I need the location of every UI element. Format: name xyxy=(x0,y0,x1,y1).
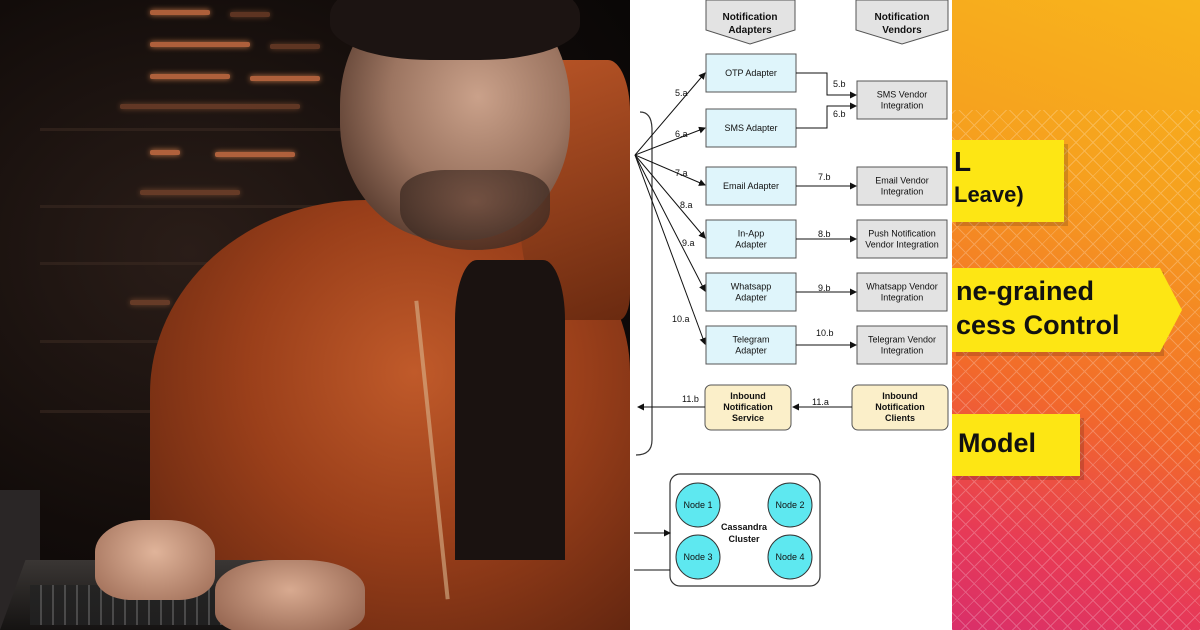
svg-text:Clients: Clients xyxy=(885,413,915,423)
step-label: 5.a xyxy=(675,88,688,98)
header-adapters: Notification Adapters xyxy=(705,0,796,45)
header-vendors-line2: Vendors xyxy=(882,25,922,36)
right-hand xyxy=(215,560,365,630)
svg-text:Notification: Notification xyxy=(723,402,773,412)
step-label: 5.b xyxy=(833,79,846,89)
node-3 xyxy=(675,534,721,580)
step-label: 9.a xyxy=(682,238,695,248)
left-brace xyxy=(635,111,653,456)
inbound-clients-box: Inbound Notification Clients xyxy=(851,384,949,431)
portrait-photo xyxy=(0,0,630,630)
adapter-box: OTP Adapter xyxy=(705,53,797,93)
adapter-box-label: OTP Adapter xyxy=(725,68,777,78)
header-vendors-line1: Notification xyxy=(875,12,930,23)
step-label: 11.b xyxy=(682,394,699,404)
svg-text:Cassandra: Cassandra xyxy=(721,522,768,532)
step-label: 9.b xyxy=(818,283,831,293)
banner-tag-1: L Leave) xyxy=(952,140,1064,222)
node-4 xyxy=(767,534,813,580)
adapter-box-label: Whatsapp xyxy=(731,282,772,292)
step-label: 8.a xyxy=(680,200,693,210)
svg-text:Cluster: Cluster xyxy=(728,534,760,544)
adapter-box-label: Telegram xyxy=(732,335,769,345)
vendor-box-label: Vendor Integration xyxy=(865,240,939,250)
vendor-box-label: Whatsapp Vendor xyxy=(866,282,938,292)
adapter-box: SMS Adapter xyxy=(705,108,797,148)
left-hand xyxy=(95,520,215,600)
vendor-box-label: Email Vendor xyxy=(875,176,929,186)
banner-tag-3-line-1: Model xyxy=(958,428,1036,458)
banner-tag-2-line-2: cess Control xyxy=(956,310,1120,340)
vendor-box-label: Push Notification xyxy=(868,229,936,239)
header-vendors: Notification Vendors xyxy=(855,0,949,45)
shirt xyxy=(455,260,565,560)
vendor-box-label: SMS Vendor xyxy=(877,90,928,100)
adapter-box-label: Adapter xyxy=(735,240,767,250)
vendor-box-label: Integration xyxy=(881,293,924,303)
node-2 xyxy=(767,482,813,528)
svg-text:Notification: Notification xyxy=(875,402,925,412)
svg-text:Node 3: Node 3 xyxy=(683,552,712,562)
architecture-diagram: Notification Adapters Notification Vendo… xyxy=(630,0,952,630)
header-adapters-line1: Notification xyxy=(723,12,778,23)
cassandra-cluster: Node 1 Node 2 Node 3 Node 4 Cassandra Cl… xyxy=(634,473,821,587)
beard xyxy=(400,170,550,250)
sms-join-arrows xyxy=(796,72,857,129)
svg-text:Service: Service xyxy=(732,413,764,423)
step-label: 11.a xyxy=(812,397,829,407)
step-label: 10.b xyxy=(816,328,834,338)
node-1 xyxy=(675,482,721,528)
vendor-box-label: Integration xyxy=(881,346,924,356)
step-label: 10.a xyxy=(672,314,690,324)
adapter-box-label: Email Adapter xyxy=(723,181,779,191)
svg-text:Node 1: Node 1 xyxy=(683,500,712,510)
diagram-svg: Notification Adapters Notification Vendo… xyxy=(634,0,949,587)
step-label: 7.a xyxy=(675,168,688,178)
vendor-box-label: Telegram Vendor xyxy=(868,335,936,345)
banner-tag-3: Model xyxy=(952,414,1080,476)
step-label: 7.b xyxy=(818,172,831,182)
adapter-box-label: In-App xyxy=(738,229,765,239)
promo-banner: L Leave) ne-grained cess Control Model xyxy=(952,0,1200,630)
inbound-service-box: Inbound Notification Service xyxy=(704,384,792,431)
adapter-box-label: SMS Adapter xyxy=(724,123,777,133)
svg-text:Inbound: Inbound xyxy=(882,391,918,401)
vendor-arrows xyxy=(796,182,857,349)
banner-tag-1-line-1: L xyxy=(954,146,972,177)
vendor-box-label: Integration xyxy=(881,187,924,197)
svg-text:Node 4: Node 4 xyxy=(775,552,804,562)
vendor-box-label: Integration xyxy=(881,101,924,111)
adapter-box-label: Adapter xyxy=(735,346,767,356)
banner-tag-2-line-1: ne-grained xyxy=(956,276,1095,306)
svg-text:Node 2: Node 2 xyxy=(775,500,804,510)
header-adapters-line2: Adapters xyxy=(728,25,772,36)
step-label: 6.a xyxy=(675,129,688,139)
banner-tag-2: ne-grained cess Control xyxy=(952,268,1182,352)
step-label: 8.b xyxy=(818,229,831,239)
banner-tag-1-line-2: Leave) xyxy=(954,182,1024,207)
fanout-arrows xyxy=(634,72,707,345)
adapter-box: Email Adapter xyxy=(705,166,797,206)
step-label: 6.b xyxy=(833,109,846,119)
adapter-box-label: Adapter xyxy=(735,293,767,303)
hair xyxy=(330,0,580,60)
svg-text:Inbound: Inbound xyxy=(730,391,766,401)
